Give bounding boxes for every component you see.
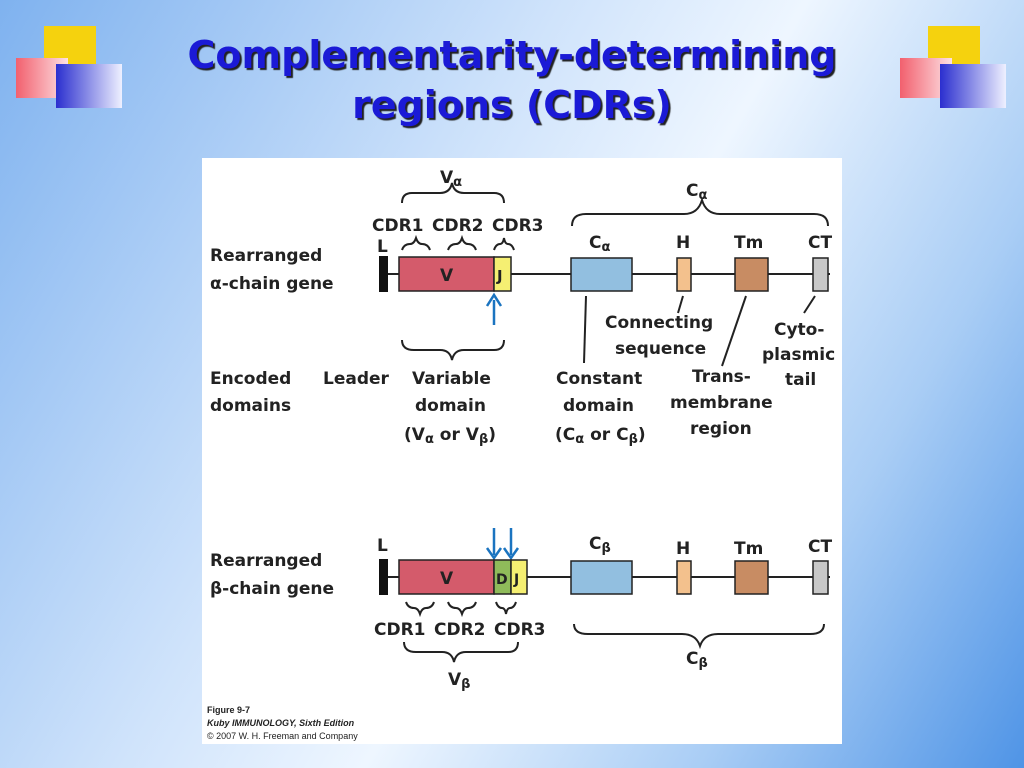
variable-label-1: Variable <box>412 369 491 389</box>
beta-c-seg-label: Cβ <box>589 534 611 556</box>
trans-label-2: membrane <box>670 393 773 413</box>
beta-cdr1-brace <box>405 601 435 618</box>
beta-row-label-1: Rearranged <box>210 551 322 571</box>
decorative-squares-right <box>900 26 1010 111</box>
trans-label-1: Trans- <box>692 367 751 387</box>
beta-h-label: H <box>676 539 690 559</box>
cyto-label-1: Cyto- <box>774 320 824 340</box>
alpha-cdr3-brace <box>493 237 515 251</box>
cytoplasmic-pointer <box>803 295 816 314</box>
book-credit: Kuby IMMUNOLOGY, Sixth Edition <box>207 718 355 728</box>
c-alpha-label: Cα <box>686 181 707 203</box>
slide-title: Complementarity-determining regions (CDR… <box>0 30 1024 130</box>
v-beta-label: Vβ <box>448 670 470 692</box>
alpha-cdr1-brace <box>401 234 431 251</box>
beta-j-segment <box>510 559 528 595</box>
c-beta-brace <box>573 623 825 650</box>
alpha-tm-segment <box>734 257 769 292</box>
alpha-ct-label: CT <box>808 233 832 253</box>
beta-tm-label: Tm <box>734 539 763 559</box>
alpha-j-segment <box>493 256 512 292</box>
alpha-cdr3-label: CDR3 <box>492 216 544 236</box>
beta-cdr3-label: CDR3 <box>494 620 546 640</box>
constant-label-2: domain <box>563 396 634 416</box>
beta-cdr1-label: CDR1 <box>374 620 426 640</box>
beta-tm-segment <box>734 560 769 595</box>
beta-dj-arrow-head <box>502 547 520 561</box>
encoded-label-1: Encoded <box>210 369 291 389</box>
decorative-squares-left <box>16 26 126 111</box>
beta-cdr2-brace <box>447 601 477 618</box>
connecting-label-2: sequence <box>615 339 706 359</box>
alpha-row-label-2: α-chain gene <box>210 274 334 294</box>
alpha-l-label: L <box>377 237 388 257</box>
beta-row-label-2: β-chain gene <box>210 579 334 599</box>
v-beta-brace <box>403 641 519 663</box>
beta-d-seg-label: D <box>496 572 508 588</box>
c-alpha-brace <box>571 196 829 227</box>
slide-title-line-2: regions (CDRs) <box>352 83 672 127</box>
variable-domain-brace <box>401 339 505 361</box>
beta-l-label: L <box>377 536 388 556</box>
beta-j-seg-label: J <box>513 572 519 588</box>
beta-cdr2-label: CDR2 <box>434 620 486 640</box>
alpha-cdr2-brace <box>447 234 477 251</box>
alpha-c-seg-label: Cα <box>589 233 610 255</box>
variable-label-3: (Vα or Vβ) <box>404 425 496 447</box>
alpha-cdr2-label: CDR2 <box>432 216 484 236</box>
beta-leader-segment <box>379 559 388 595</box>
cyto-label-3: tail <box>785 370 816 390</box>
beta-v-seg-label: V <box>440 569 454 589</box>
constant-label-3: (Cα or Cβ) <box>555 425 646 447</box>
v-alpha-brace <box>401 182 505 204</box>
slide-title-line-1: Complementarity-determining <box>187 33 837 77</box>
constant-pointer <box>583 295 587 364</box>
transmembrane-pointer <box>721 295 747 367</box>
alpha-h-segment <box>676 257 692 292</box>
alpha-tm-label: Tm <box>734 233 763 253</box>
constant-label-1: Constant <box>556 369 642 389</box>
alpha-v-seg-label: V <box>440 266 454 286</box>
encoded-label-2: domains <box>210 396 291 416</box>
alpha-c-segment <box>570 257 633 292</box>
alpha-junction-arrow-head <box>485 292 503 307</box>
trans-label-3: region <box>690 419 752 439</box>
connecting-label-1: Connecting <box>605 313 713 333</box>
beta-cdr3-brace <box>495 601 517 615</box>
beta-ct-segment <box>812 560 829 595</box>
alpha-v-segment <box>398 256 495 292</box>
figure-panel: Vα Cα CDR1 CDR2 CDR3 Rearranged α-chain … <box>202 158 842 744</box>
beta-vd-arrow-head <box>485 547 503 561</box>
copyright-credit: © 2007 W. H. Freeman and Company <box>207 731 358 741</box>
alpha-ct-segment <box>812 257 829 292</box>
figure-number: Figure 9-7 <box>207 705 250 715</box>
variable-label-2: domain <box>415 396 486 416</box>
alpha-cdr1-label: CDR1 <box>372 216 424 236</box>
tcr-gene-diagram: Vα Cα CDR1 CDR2 CDR3 Rearranged α-chain … <box>207 168 835 741</box>
alpha-row-label-1: Rearranged <box>210 246 322 266</box>
beta-ct-label: CT <box>808 537 832 557</box>
beta-c-segment <box>570 560 633 595</box>
alpha-j-seg-label: J <box>496 267 503 285</box>
cyto-label-2: plasmic <box>762 345 835 365</box>
connecting-pointer <box>677 295 684 314</box>
v-alpha-label: Vα <box>440 168 462 190</box>
leader-label: Leader <box>323 369 390 389</box>
beta-h-segment <box>676 560 692 595</box>
alpha-h-label: H <box>676 233 690 253</box>
alpha-leader-segment <box>379 256 388 292</box>
c-beta-label: Cβ <box>686 649 708 671</box>
